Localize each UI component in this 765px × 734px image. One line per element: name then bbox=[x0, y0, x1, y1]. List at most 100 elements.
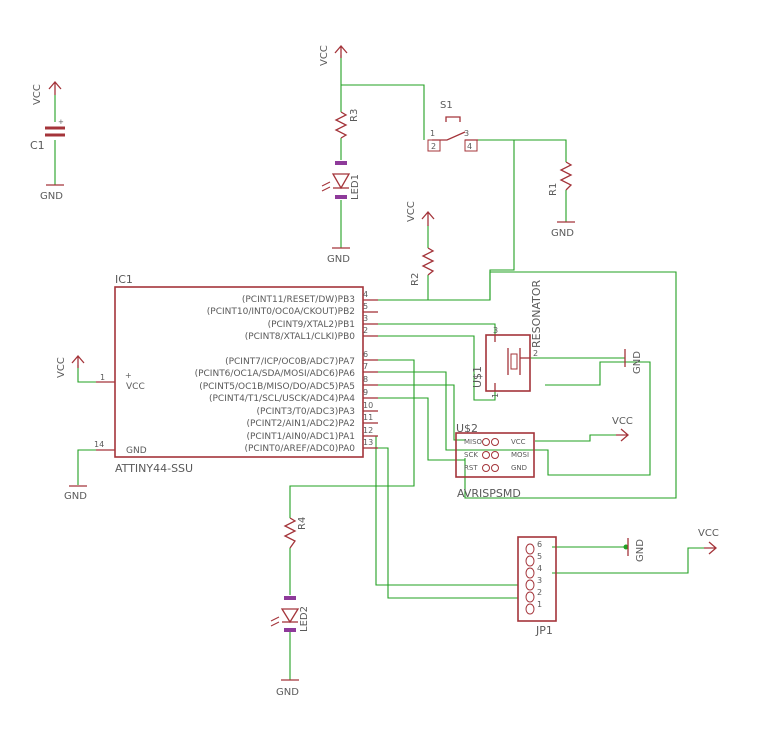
ic1-right-pin-pa0: 13 (PCINT0/AREF/ADC0)PA0 bbox=[244, 438, 378, 454]
ic1-pin-label-pa7: (PCINT7/ICP/OC0B/ADC7)PA7 bbox=[225, 357, 355, 367]
ic1-right-pin-pa2: 11 (PCINT2/AIN1/ADC2)PA2 bbox=[246, 413, 378, 429]
ic1-pin-num-7: 7 bbox=[363, 362, 368, 371]
r2-name-label: R2 bbox=[410, 273, 421, 286]
ic1-pin-num-6: 6 bbox=[363, 350, 368, 359]
c1-vcc-label: VCC bbox=[32, 84, 43, 105]
ic1-right-pin-pa1: 12 (PCINT1/AIN0/ADC1)PA1 bbox=[246, 426, 378, 442]
jp1-pin-2: 2 bbox=[537, 588, 542, 597]
ic1-pin-label-pa0: (PCINT0/AREF/ADC0)PA0 bbox=[244, 444, 355, 454]
led2-gnd-symbol: GND bbox=[276, 679, 299, 698]
isp-header-u2: U$2 MISO SCK RST VCC MOSI GND AVRISPSMD bbox=[455, 422, 535, 500]
ic1-right-pin-pa5: 8 (PCINT5/OC1B/MISO/DO/ADC5)PA5 bbox=[199, 375, 378, 392]
c1-plus-sign: + bbox=[58, 118, 64, 126]
resonator-gnd-symbol: GND bbox=[624, 349, 643, 374]
jp1-pin-1: 1 bbox=[537, 600, 542, 609]
s1-pin-2: 2 bbox=[431, 142, 436, 151]
jumper-jp1: 6 5 4 3 2 1 JP1 bbox=[517, 536, 557, 637]
r1-gnd-label: GND bbox=[551, 228, 574, 239]
ic1-pin-label-pa6: (PCINT6/OC1A/SDA/MOSI/ADC6)PA6 bbox=[195, 369, 356, 379]
ic1-pin-num-8: 8 bbox=[363, 375, 368, 384]
ic1-right-pin-pa3: 10 (PCINT3/T0/ADC3)PA3 bbox=[257, 401, 378, 417]
u2-vcc-symbol: VCC bbox=[612, 416, 633, 442]
r1-name-label: R1 bbox=[548, 183, 559, 196]
u2-pin-vcc: VCC bbox=[511, 438, 526, 446]
resistor-r2: R2 bbox=[410, 247, 435, 286]
jp1-pin-6: 6 bbox=[537, 540, 542, 549]
u2-vcc-label: VCC bbox=[612, 416, 633, 427]
u2-pin-miso: MISO bbox=[464, 438, 483, 446]
jp1-name-label: JP1 bbox=[535, 624, 553, 637]
ic1-vcc-label: VCC bbox=[56, 357, 67, 378]
ic1-gnd-symbol: GND bbox=[64, 485, 87, 502]
c1-vcc-symbol: VCC bbox=[32, 81, 62, 105]
r2-vcc-symbol: VCC bbox=[406, 201, 435, 226]
ic1-pin-num-4: 4 bbox=[363, 290, 368, 299]
jp1-vcc-symbol: VCC bbox=[698, 528, 719, 555]
ic1-pin-label-gnd: GND bbox=[126, 446, 147, 456]
switch-s1: S1 1 2 3 4 bbox=[427, 100, 478, 152]
ic1-pin-label-vcc: VCC bbox=[126, 382, 145, 392]
ic1-pin-label-pb0: (PCINT8/XTAL1/CLKI)PB0 bbox=[245, 332, 356, 342]
ic1-right-pin-pb0: 2 (PCINT8/XTAL1/CLKI)PB0 bbox=[245, 326, 378, 342]
u2-pin-gnd: GND bbox=[511, 464, 527, 472]
c1-gnd-symbol: GND bbox=[40, 184, 64, 202]
ic1-pin-num-10: 10 bbox=[363, 401, 373, 410]
r3-name-label: R3 bbox=[349, 109, 360, 122]
ic1-pin-num-12: 12 bbox=[363, 426, 373, 435]
r3-vcc-symbol: VCC bbox=[319, 45, 348, 66]
ic1-part-label: ATTINY44-SSU bbox=[115, 462, 193, 475]
ic1-pin-num-3: 3 bbox=[363, 314, 368, 323]
c1-name-label: C1 bbox=[30, 139, 45, 152]
ic1-pin-label-pb1: (PCINT9/XTAL2)PB1 bbox=[268, 320, 355, 330]
r1-gnd-symbol: GND bbox=[551, 221, 575, 239]
junction-dot bbox=[623, 544, 629, 550]
capacitor-c1: + C1 bbox=[30, 118, 65, 152]
led2-gnd-label: GND bbox=[276, 687, 299, 698]
u2-pin-sck: SCK bbox=[464, 451, 478, 459]
s1-pin-1: 1 bbox=[430, 129, 435, 138]
s1-name-label: S1 bbox=[440, 100, 453, 111]
ic1-pin-label-pa1: (PCINT1/AIN0/ADC1)PA1 bbox=[246, 432, 355, 442]
resistor-r1: R1 bbox=[548, 161, 573, 196]
wires bbox=[54, 55, 706, 680]
led-led2: LED2 bbox=[270, 596, 310, 632]
ic1-pin-label-pa3: (PCINT3/T0/ADC3)PA3 bbox=[257, 407, 355, 417]
led1-gnd-label: GND bbox=[327, 254, 350, 265]
ic1-pin-label-pa5: (PCINT5/OC1B/MISO/DO/ADC5)PA5 bbox=[199, 382, 355, 392]
s1-pin-4: 4 bbox=[467, 142, 472, 151]
led1-name-label: LED1 bbox=[350, 174, 361, 200]
jp1-vcc-label: VCC bbox=[698, 528, 719, 539]
r4-name-label: R4 bbox=[297, 517, 308, 530]
led-led1: LED1 bbox=[321, 161, 361, 200]
ic1-pin-num-13: 13 bbox=[363, 438, 373, 447]
s1-pin-3: 3 bbox=[464, 129, 469, 138]
jp1-pin-5: 5 bbox=[537, 552, 542, 561]
ic1-pin-num-11: 11 bbox=[363, 413, 373, 422]
jp1-gnd-symbol: GND bbox=[627, 538, 646, 562]
ic1-pin-label-pa2: (PCINT2/AIN1/ADC2)PA2 bbox=[246, 419, 355, 429]
c1-gnd-label: GND bbox=[40, 191, 63, 202]
u2-pin-rst: RST bbox=[464, 464, 478, 472]
ic1-pin-num-9: 9 bbox=[363, 388, 368, 397]
u2-pin-mosi: MOSI bbox=[511, 451, 529, 459]
ic1-pin-num-2: 2 bbox=[363, 326, 368, 335]
ic1-attiny44: IC1 ATTINY44-SSU + 1 VCC 14 GND 4 (PCINT… bbox=[94, 273, 378, 475]
jp1-gnd-label: GND bbox=[635, 539, 646, 562]
ic1-name-label: IC1 bbox=[115, 273, 133, 286]
ic1-pin-label-pa4: (PCINT4/T1/SCL/USCK/ADC4)PA4 bbox=[209, 394, 355, 404]
ic1-pin-num-1: 1 bbox=[100, 373, 105, 382]
u1-pin-2: 2 bbox=[533, 349, 538, 358]
resonator-gnd-label: GND bbox=[632, 351, 643, 374]
u1-pin-1: 1 bbox=[491, 393, 500, 398]
u1-pin-3: 3 bbox=[493, 326, 498, 335]
led1-gnd-symbol: GND bbox=[327, 247, 350, 265]
ic1-right-pin-pb1: 3 (PCINT9/XTAL2)PB1 bbox=[268, 314, 378, 330]
ic1-right-pin-pa6: 7 (PCINT6/OC1A/SDA/MOSI/ADC6)PA6 bbox=[195, 362, 378, 379]
ic1-pin-label-pb3: (PCINT11/RESET/DW)PB3 bbox=[242, 295, 355, 305]
ic1-right-pin-pb3: 4 (PCINT11/RESET/DW)PB3 bbox=[242, 290, 378, 305]
ic1-right-pin-pb2: 5 (PCINT10/INT0/OC0A/CKOUT)PB2 bbox=[207, 302, 378, 317]
jp1-pin-4: 4 bbox=[537, 564, 542, 573]
u1-value-label: RESONATOR bbox=[530, 279, 543, 348]
resistor-r4: R4 bbox=[283, 517, 308, 549]
ic1-right-pin-pa7: 6 (PCINT7/ICP/OC0B/ADC7)PA7 bbox=[225, 350, 378, 367]
